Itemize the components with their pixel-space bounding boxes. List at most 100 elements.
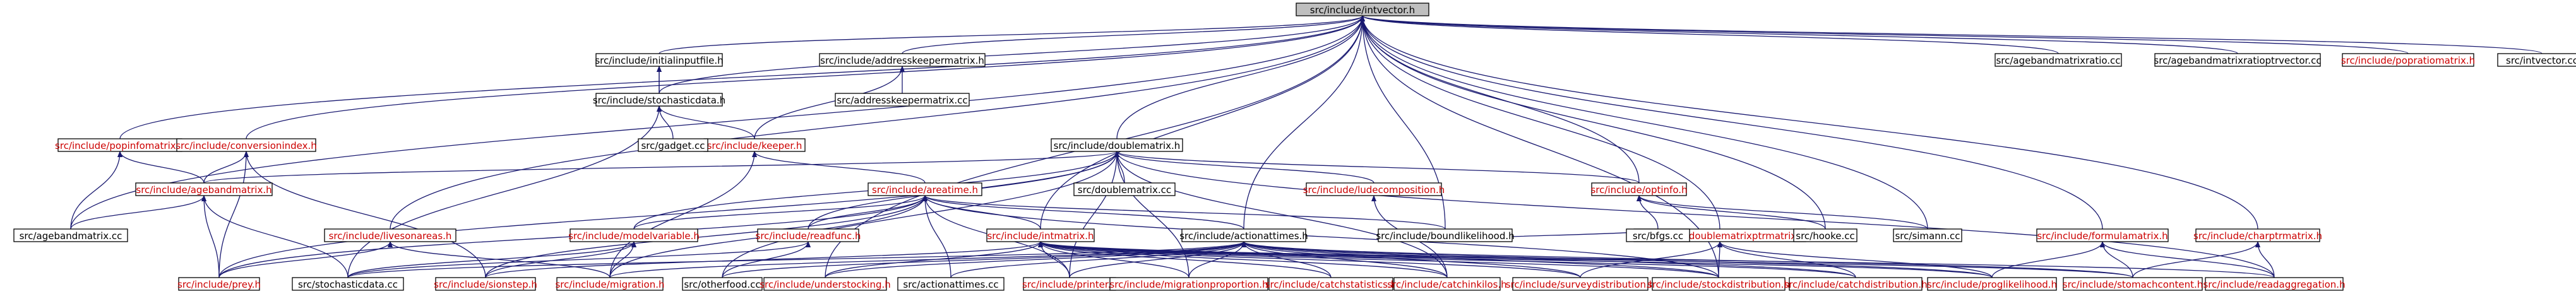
edge-livesonareas_h-to-intvector_h <box>390 15 1365 230</box>
edge-gadget_cc-to-stochasticdata_h <box>657 105 674 139</box>
node-label: src/include/charptrmatrix.h <box>2193 230 2322 242</box>
node-label: src/include/migration.h <box>555 279 664 290</box>
node-modelvariable-h[interactable]: src/include/modelvariable.h <box>568 228 700 242</box>
edge-agebandmatrix_cc-to-popinfomatrix_h <box>70 151 122 230</box>
node-box <box>13 228 128 242</box>
edge-proglikelihood_h-to-doublematrixptrmatrix_h <box>1717 241 1993 278</box>
node-stockdistribution-h[interactable]: src/include/stockdistribution.h <box>1647 277 1790 291</box>
node-label: src/include/optinfo.h <box>1590 184 1687 196</box>
node-label: src/agebandmatrixratio.cc <box>1996 55 2120 66</box>
edge-actionattimes_h-to-areatime_h <box>922 195 1244 230</box>
node-label: src/include/printer.h <box>1022 279 1117 290</box>
node-addresskeepermatrix-cc[interactable]: src/addresskeepermatrix.cc <box>835 93 970 107</box>
edge-agebandmatrixratioptrvector_cc-to-intvector_h <box>1360 15 2238 54</box>
node-actionattimes-h[interactable]: src/include/actionattimes.h <box>1179 228 1308 242</box>
edge-migration_h-to-keeper_h <box>609 151 757 278</box>
node-label: src/gadget.cc <box>641 140 705 151</box>
node-box <box>986 228 1095 242</box>
node-surveydistribution-h[interactable]: src/include/surveydistribution.h <box>1506 277 1655 291</box>
edge-migrationproportion_h-to-intmatrix_h <box>1038 241 1190 278</box>
node-keeper-h[interactable]: src/include/keeper.h <box>703 138 806 152</box>
edge-ludecomposition_h-to-doublematrix_h <box>1114 151 1374 184</box>
node-stochasticdata-cc[interactable]: src/stochasticdata.cc <box>292 277 404 291</box>
edge-catchdistribution_h-to-intmatrix_h <box>1038 241 1856 278</box>
node-bfgs-cc[interactable]: src/bfgs.cc <box>1626 228 1690 242</box>
node-agebandmatrix-h[interactable]: src/include/agebandmatrix.h <box>135 182 273 196</box>
node-stochasticdata-h[interactable]: src/include/stochasticdata.h <box>593 93 725 107</box>
node-printer-h[interactable]: src/include/printer.h <box>1022 277 1117 291</box>
node-understocking-h[interactable]: src/include/understocking.h <box>760 277 891 291</box>
node-boundlikelihood-h[interactable]: src/include/boundlikelihood.h <box>1376 228 1515 242</box>
edge-areatime_h-to-keeper_h <box>752 151 926 184</box>
node-box <box>835 93 970 107</box>
node-box <box>1927 277 2057 291</box>
node-label: src/actionattimes.cc <box>903 279 998 290</box>
node-box <box>1995 53 2122 67</box>
edge-sionstep_h-to-conversionindex_h <box>244 151 486 278</box>
node-intmatrix-h[interactable]: src/include/intmatrix.h <box>986 228 1095 242</box>
edge-intvector_cc-to-intvector_h <box>1360 15 2543 54</box>
node-label: src/addresskeepermatrix.cc <box>837 95 967 106</box>
edge-stomachcontent_h-to-formulamatrix_h <box>2100 241 2133 278</box>
node-label: src/include/keeper.h <box>707 140 802 151</box>
node-label: src/include/readaggregation.h <box>2203 279 2345 290</box>
node-box <box>292 277 404 291</box>
edge-readaggregation_h-to-doublematrix_h <box>1114 151 2275 278</box>
node-agebandmatrixratio-cc[interactable]: src/agebandmatrixratio.cc <box>1995 53 2122 67</box>
node-label: src/include/intmatrix.h <box>987 230 1094 242</box>
edge-prey_h-to-livesonareas_h <box>218 241 393 278</box>
node-actionattimes-cc[interactable]: src/actionattimes.cc <box>897 277 1005 291</box>
node-charptrmatrix-h[interactable]: src/include/charptrmatrix.h <box>2193 228 2322 242</box>
node-addresskeepermatrix-h[interactable]: src/include/addresskeepermatrix.h <box>819 53 986 67</box>
node-readaggregation-h[interactable]: src/include/readaggregation.h <box>2203 277 2346 291</box>
edge-doublematrix_h-to-intvector_h <box>1116 15 1365 139</box>
edge-surveydistribution_h-to-intmatrix_h <box>1038 241 1581 278</box>
node-doublematrix-cc[interactable]: src/doublematrix.cc <box>1073 182 1176 196</box>
node-ludecomposition-h[interactable]: src/include/ludecomposition.h <box>1303 182 1445 196</box>
edge-hooke_cc-to-optinfo_h <box>1637 195 1826 230</box>
node-popratiomatrix-h[interactable]: src/include/popratiomatrix.h <box>2341 53 2475 67</box>
node-proglikelihood-h[interactable]: src/include/proglikelihood.h <box>1927 277 2057 291</box>
node-catchstatistics-h[interactable]: src/include/catchstatistics.h <box>1265 277 1397 291</box>
node-label: src/include/popinfomatrix.h <box>55 140 185 151</box>
node-intvector-cc[interactable]: src/intvector.cc <box>2497 53 2576 67</box>
edge-stochasticdata_cc-to-stochasticdata_h <box>347 105 662 278</box>
node-agebandmatrix-cc[interactable]: src/agebandmatrix.cc <box>13 228 128 242</box>
node-sionstep-h[interactable]: src/include/sionstep.h <box>434 277 537 291</box>
node-otherfood-cc[interactable]: src/otherfood.cc <box>682 277 763 291</box>
edge-optinfo_h-to-doublematrix_h <box>1114 151 1640 184</box>
edge-agebandmatrix_h-to-doublematrix_h <box>203 151 1119 184</box>
node-catchdistribution-h[interactable]: src/include/catchdistribution.h <box>1784 277 1928 291</box>
node-prey-h[interactable]: src/include/prey.h <box>177 277 261 291</box>
node-livesonareas-h[interactable]: src/include/livesonareas.h <box>324 228 456 242</box>
node-catchinkilos-h[interactable]: src/include/catchinkilos.h <box>1387 277 1507 291</box>
node-doublematrix-h[interactable]: src/include/doublematrix.h <box>1051 138 1183 152</box>
node-label: src/intvector.cc <box>2506 55 2576 66</box>
edge-catchstatistics_h-to-intmatrix_h <box>1038 241 1332 278</box>
node-migration-h[interactable]: src/include/migration.h <box>555 277 665 291</box>
node-label: src/hooke.cc <box>1796 230 1854 242</box>
node-label: src/include/catchinkilos.h <box>1387 279 1506 290</box>
node-gadget-cc[interactable]: src/gadget.cc <box>638 138 708 152</box>
node-hooke-cc[interactable]: src/hooke.cc <box>1793 228 1857 242</box>
node-formulamatrix-h[interactable]: src/include/formulamatrix.h <box>2036 228 2169 242</box>
node-label: src/include/stochasticdata.h <box>593 95 725 106</box>
node-readfunc-h[interactable]: src/include/readfunc.h <box>756 228 861 242</box>
node-label: src/include/proglikelihood.h <box>1927 279 2057 290</box>
node-initialinputfile-h[interactable]: src/include/initialinputfile.h <box>595 53 724 67</box>
edge-migration_h-to-livesonareas_h <box>388 241 611 278</box>
node-migrationproportion-h[interactable]: src/include/migrationproportion.h <box>1109 277 1268 291</box>
node-popinfomatrix-h[interactable]: src/include/popinfomatrix.h <box>55 138 185 152</box>
edge-sionstep_h-to-intmatrix_h <box>485 241 1043 278</box>
node-conversionindex-h[interactable]: src/include/conversionindex.h <box>176 138 317 152</box>
node-stomachcontent-h[interactable]: src/include/stomachcontent.h <box>2063 277 2203 291</box>
node-areatime-h[interactable]: src/include/areatime.h <box>868 182 982 196</box>
edge-stomachcontent_h-to-actionattimes_h <box>1241 241 2133 278</box>
node-optinfo-h[interactable]: src/include/optinfo.h <box>1590 182 1688 196</box>
node-agebandmatrixratioptrvector-cc[interactable]: src/agebandmatrixratioptrvector.cc <box>2154 53 2322 67</box>
edge-prey_h-to-agebandmatrix_h <box>201 195 220 278</box>
node-label: src/include/prey.h <box>177 279 261 290</box>
edge-intmatrix_h-to-intvector_h <box>1040 15 1365 230</box>
node-simann-cc[interactable]: src/simann.cc <box>1893 228 1962 242</box>
node-label: src/include/surveydistribution.h <box>1506 279 1655 290</box>
